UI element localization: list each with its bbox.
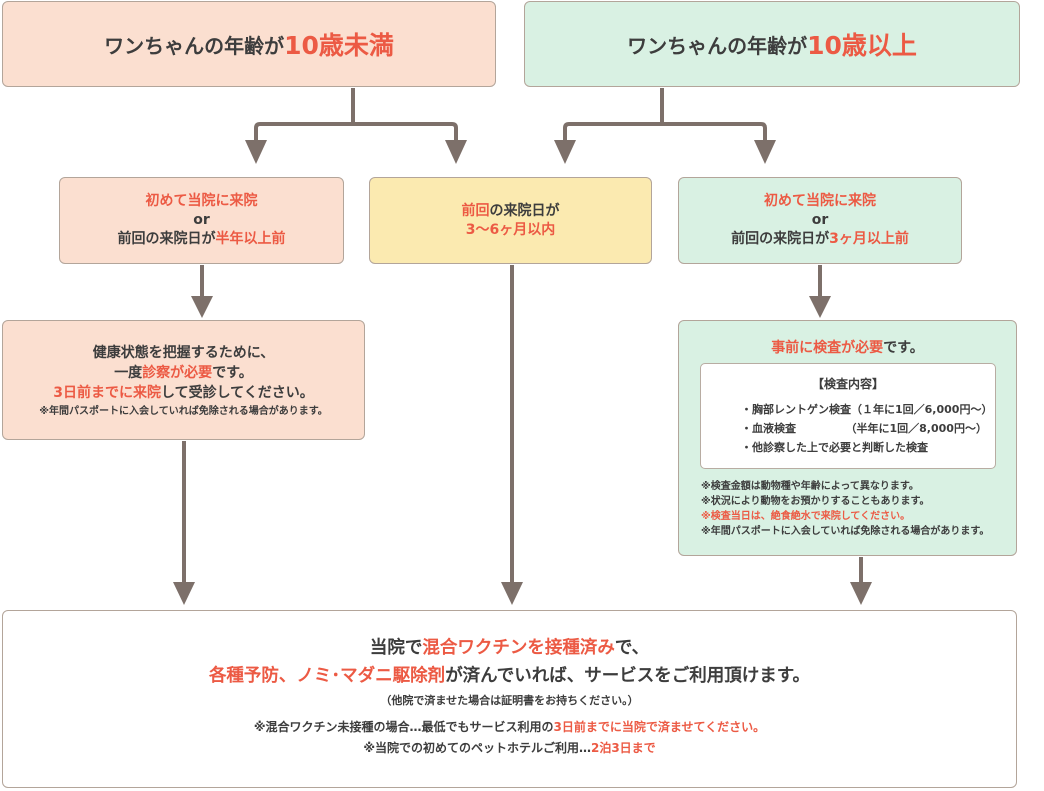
inspection-item: ・胸部レントゲン検査（１年に1回／6,000円〜） [741,403,993,416]
arrowhead-right-a [554,140,576,164]
cond-mid-line1-highlight: 前回 [461,202,490,219]
detail-left-line2-suffix: です。 [212,365,253,381]
detail-left-line3-highlight: 3日前までに来院 [53,385,161,401]
inspection-note: ※年間パスポートに入会していれば免除される場合があります。 [701,526,990,537]
arrowhead-cond-mid [501,582,523,605]
cond-right-line3-prefix: 前回の来院日が [731,231,830,247]
detail-left-line3: 3日前までに来院して受診してください。 [3,383,364,403]
cond-left-line3: 前回の来院日が半年以上前 [60,230,343,249]
condition-over-10-first-or-3-months: 初めて当院に来院 or 前回の来院日が3ヶ月以上前 [678,177,962,264]
arrowhead-right-b [754,140,776,164]
detail-left-line2-prefix: 一度 [114,365,143,381]
detail-right-title-highlight: 事前に検査が必要 [771,340,884,356]
detail-right-title-suffix: です。 [883,340,924,356]
header-under-10-highlight: 10歳未満 [284,31,394,60]
condition-under-10-first-or-half-year: 初めて当院に来院 or 前回の来院日が半年以上前 [59,177,344,264]
arrowhead-cond-right [809,296,831,318]
cond-right-line3: 前回の来院日が3ヶ月以上前 [679,230,961,249]
connector-left-split [254,88,458,140]
bottom-line4-highlight: 3日前までに当院で済ませてください。 [553,720,766,734]
bottom-certificate-note: （他院で済ませた場合は証明書をお持ちください。） [380,694,639,707]
arrowhead-cond-left [191,296,213,318]
connector-right-split [563,88,767,140]
cond-left-line3-highlight: 半年以上前 [215,231,286,247]
inspection-item: ・血液検査 （半年に1回／8,000円〜） [741,422,987,435]
detail-exam-required: 健康状態を把握するために、 一度診察が必要です。 3日前までに来院して受診してく… [2,320,365,440]
arrowhead-detail-left [173,582,195,605]
cond-right-line3-highlight: 3ヶ月以上前 [829,231,909,247]
bottom-line4-prefix: ※混合ワクチン未接種の場合…最低でもサービス利用の [253,720,554,734]
header-under-10-prefix: ワンちゃんの年齢が [104,33,285,58]
bottom-hotel-note: ※当院での初めてのペットホテルご利用…2泊3日まで [3,738,1016,759]
inspection-content-box: 【検査内容】 ・胸部レントゲン検査（１年に1回／6,000円〜） ・血液検査 （… [700,363,996,469]
detail-left-note: ※年間パスポートに入会していれば免除される場合があります。 [39,406,328,417]
detail-inspection-required: 事前に検査が必要です。 【検査内容】 ・胸部レントゲン検査（１年に1回／6,00… [678,320,1017,556]
bottom-line1-prefix: 当院で [369,638,423,658]
cond-right-or: or [811,212,829,228]
cond-mid-line1-suffix: の来院日が [489,202,560,219]
inspection-item: ・他診察した上で必要と判断した検査 [741,441,928,454]
cond-left-line3-prefix: 前回の来院日が [117,231,216,247]
detail-left-line2: 一度診察が必要です。 [3,363,364,383]
condition-last-visit-3-6-months: 前回の来院日が 3〜6ヶ月以内 [369,177,652,264]
detail-left-line3-suffix: して受診してください。 [161,385,314,401]
bottom-line1: 当院で混合ワクチンを接種済みで、 [3,634,1016,662]
inspection-title: 【検査内容】 [811,377,884,391]
bottom-line2-highlight: 各種予防、ノミ･マダニ駆除剤 [208,666,446,686]
arrowhead-left-b [445,140,467,164]
bottom-line2-suffix: が済んでいれば、サービスをご利用頂けます。 [445,666,811,686]
header-over-10-prefix: ワンちゃんの年齢が [627,33,808,58]
inspection-notes: ※検査金額は動物種や年齢によって異なります。 ※状況により動物をお預かりすること… [701,479,989,539]
cond-left-or: or [193,212,210,228]
cond-mid-line2: 3〜6ヶ月以内 [465,221,556,238]
arrowhead-left-a [245,140,267,164]
bottom-line1-highlight: 混合ワクチンを接種済み [422,638,615,658]
header-over-10-highlight: 10歳以上 [807,31,917,60]
bottom-line1-suffix: で、 [614,638,650,658]
service-conditions: 当院で混合ワクチンを接種済みで、 各種予防、ノミ･マダニ駆除剤が済んでいれば、サ… [2,610,1017,788]
cond-left-line1: 初めて当院に来院 [145,193,258,209]
detail-right-title: 事前に検査が必要です。 [679,337,1016,357]
arrowhead-detail-right [850,582,872,605]
detail-left-line1: 健康状態を把握するために、 [92,345,275,361]
bottom-line5-prefix: ※当院での初めてのペットホテルご利用… [363,741,591,755]
detail-left-line2-highlight: 診察が必要 [142,365,213,381]
inspection-note: ※検査金額は動物種や年齢によって異なります。 [701,481,919,492]
bottom-vaccine-note: ※混合ワクチン未接種の場合…最低でもサービス利用の3日前までに当院で済ませてくだ… [3,717,1016,738]
bottom-line5-highlight: 2泊3日まで [590,741,656,755]
bottom-line2: 各種予防、ノミ･マダニ駆除剤が済んでいれば、サービスをご利用頂けます。 [3,662,1016,690]
inspection-note: ※状況により動物をお預かりすることもあります。 [701,496,930,507]
cond-right-line1: 初めて当院に来院 [764,193,876,209]
inspection-note-fasting: ※検査当日は、絶食絶水で来院してください。 [701,511,911,522]
cond-mid-line1: 前回の来院日が [370,202,651,221]
